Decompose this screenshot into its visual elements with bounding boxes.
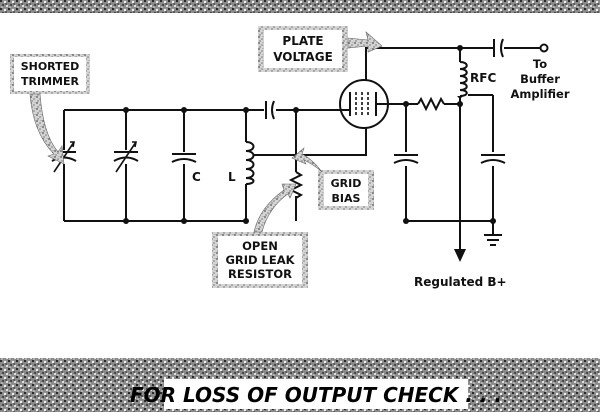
grid-bias-line-1: GRID [331,177,362,190]
top-noise-band [0,0,600,13]
output-label-line-3: Amplifier [511,87,570,101]
grid-bias-arrow [291,147,323,173]
plate-voltage-arrow [347,31,383,53]
output-terminal-icon [539,43,549,53]
rfc-label: RFC [470,71,496,85]
ground-icon [484,234,502,246]
bypass-capacitor-2-icon [480,152,506,166]
inductor-l-icon [240,141,255,185]
grid-bias-line-2: BIAS [332,192,361,205]
inductor-l-label: L [228,170,236,184]
trimmer-capacitor-2-icon [113,141,139,173]
bypass-capacitor-1-icon [393,152,419,166]
shorted-trimmer-line-2: TRIMMER [21,75,79,88]
open-grid-leak-line-3: RESISTOR [228,267,292,281]
supply-label: Regulated B+ [414,275,507,289]
capacitor-c-icon [171,152,197,164]
open-grid-leak-line-2: GRID LEAK [225,253,295,267]
shorted-trimmer-line-1: SHORTED [21,60,80,73]
plate-resistor-icon [417,96,445,112]
rfc-choke-icon [454,61,468,97]
caption-text: FOR LOSS OF OUTPUT CHECK . . . [130,383,502,407]
coupling-capacitor-icon [265,100,275,120]
shorted-trimmer-arrow [29,93,65,165]
open-grid-leak-line-1: OPEN [242,239,278,253]
supply-arrow-icon [454,249,466,262]
capacitor-c-label: C [192,170,201,184]
output-label-line-2: Buffer [520,72,560,86]
plate-voltage-line-2: VOLTAGE [273,50,333,64]
vacuum-tube-icon [339,79,389,129]
output-label-line-1: To [533,57,547,71]
open-grid-leak-arrow [253,183,297,233]
caption-box [164,379,468,409]
output-capacitor-icon [493,38,504,58]
plate-voltage-line-1: PLATE [282,34,323,48]
